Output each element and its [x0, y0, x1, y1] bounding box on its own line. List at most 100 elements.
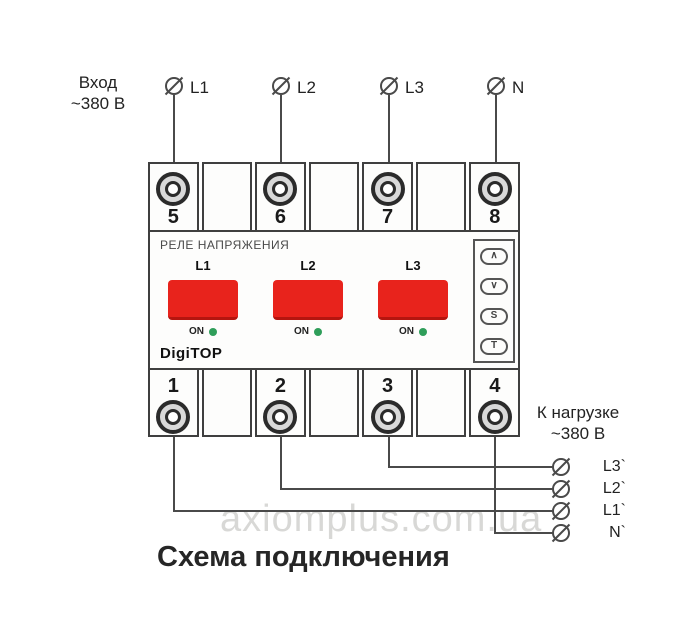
load-voltage-line1: К нагрузке [536, 403, 620, 422]
terminal-number: 8 [489, 206, 501, 228]
terminal-number: 2 [274, 375, 286, 397]
set-button: S [480, 307, 508, 325]
wire [280, 95, 282, 162]
terminal-cell-2: 2 [255, 368, 306, 437]
blank-cell [415, 368, 467, 437]
voltage-display [168, 280, 238, 320]
terminal-number: 3 [382, 375, 394, 397]
output-terminal-icon [552, 458, 570, 476]
wire [494, 437, 496, 534]
load-voltage-label: К нагрузке ~380 В [522, 402, 634, 444]
load-voltage-line2: ~380 В [550, 424, 606, 443]
status-led-icon [209, 327, 217, 336]
terminal-number: 7 [382, 206, 394, 228]
device-top-terminal-row: 5 6 7 8 [148, 162, 521, 232]
input-terminal-icon [380, 77, 398, 95]
terminal-cell-3: 3 [362, 368, 413, 437]
status-led-icon [419, 327, 427, 336]
screw-terminal-icon [477, 172, 512, 206]
input-terminal-icon [272, 77, 290, 95]
screw-terminal-icon [263, 400, 298, 434]
terminal-cell-1: 1 [148, 368, 199, 437]
wire [388, 437, 390, 468]
up-button: ∧ [480, 247, 508, 265]
blank-cell [201, 162, 253, 232]
screw-inner [486, 181, 503, 197]
watermark: axiomplus.com.ua [220, 498, 543, 540]
screw-terminal-icon [370, 172, 405, 206]
device-button-panel: ∧ ∨ S T [473, 239, 515, 363]
down-button: ∨ [480, 277, 508, 295]
output-terminal-icon [552, 480, 570, 498]
on-indicator: ON [399, 326, 427, 337]
screw-terminal-icon [156, 172, 191, 206]
screw-terminal-icon [370, 400, 405, 434]
on-indicator-label: ON [294, 326, 309, 337]
screw-inner [165, 409, 182, 425]
on-indicator-label: ON [399, 326, 414, 337]
wire [173, 437, 175, 512]
output-terminal-label: N` [609, 524, 626, 541]
terminal-cell-5: 5 [148, 162, 199, 232]
output-terminal-label: L3` [602, 458, 626, 475]
display-phase-label: L2 [300, 258, 316, 273]
blank-cell [201, 368, 253, 437]
screw-inner [379, 181, 396, 197]
input-terminal-label: L2 [297, 78, 316, 97]
input-voltage-label: Вход ~380 В [55, 72, 141, 114]
terminal-cell-8: 8 [469, 162, 521, 232]
screw-inner [165, 181, 182, 197]
device-panel-title: РЕЛЕ НАПРЯЖЕНИЯ [160, 238, 290, 252]
blank-cell [308, 162, 360, 232]
wire [280, 437, 282, 490]
diagram-title: Схема подключения [157, 541, 450, 573]
screw-inner [272, 409, 289, 425]
output-terminal-label: L2` [602, 480, 626, 497]
phase-display-group: L2 ON [273, 258, 343, 337]
blank-cell [308, 368, 360, 437]
input-voltage-line1: Вход [78, 73, 118, 92]
voltage-display [378, 280, 448, 320]
wire [495, 95, 497, 162]
display-phase-label: L1 [195, 258, 211, 273]
screw-terminal-icon [477, 400, 512, 434]
input-terminal-label: N [512, 78, 525, 97]
wire [388, 95, 390, 162]
wire [280, 488, 553, 490]
input-terminal-label: L3 [405, 78, 424, 97]
input-terminal-icon [165, 77, 183, 95]
voltage-display [273, 280, 343, 320]
terminal-number: 5 [167, 206, 179, 228]
output-terminal-icon [552, 524, 570, 542]
terminal-number: 1 [167, 375, 179, 397]
input-terminal-icon [487, 77, 505, 95]
screw-terminal-icon [156, 400, 191, 434]
wire [494, 532, 553, 534]
phase-display-group: L3 ON [378, 258, 448, 337]
status-led-icon [314, 327, 322, 336]
phase-display-group: L1 ON [168, 258, 238, 337]
display-phase-label: L3 [405, 258, 421, 273]
device-bottom-terminal-row: 1 2 3 4 [148, 368, 521, 437]
input-voltage-line2: ~380 В [70, 94, 126, 113]
terminal-number: 4 [489, 375, 501, 397]
output-terminal-icon [552, 502, 570, 520]
wire [388, 466, 553, 468]
input-terminal-label: L1 [190, 78, 209, 97]
screw-terminal-icon [263, 172, 298, 206]
output-terminal-label: L1` [602, 502, 626, 519]
screw-inner [486, 409, 503, 425]
on-indicator-label: ON [189, 326, 204, 337]
terminal-cell-7: 7 [362, 162, 413, 232]
wire [173, 95, 175, 162]
voltage-relay-device: РЕЛЕ НАПРЯЖЕНИЯ L1 ON L2 ON L3 ON [148, 230, 520, 370]
wire [173, 510, 553, 512]
brand-logo: DigiTOP [160, 345, 223, 362]
terminal-number: 6 [274, 206, 286, 228]
screw-inner [379, 409, 396, 425]
on-indicator: ON [294, 326, 322, 337]
on-indicator: ON [189, 326, 217, 337]
timer-button: T [480, 337, 508, 355]
terminal-cell-4: 4 [469, 368, 521, 437]
